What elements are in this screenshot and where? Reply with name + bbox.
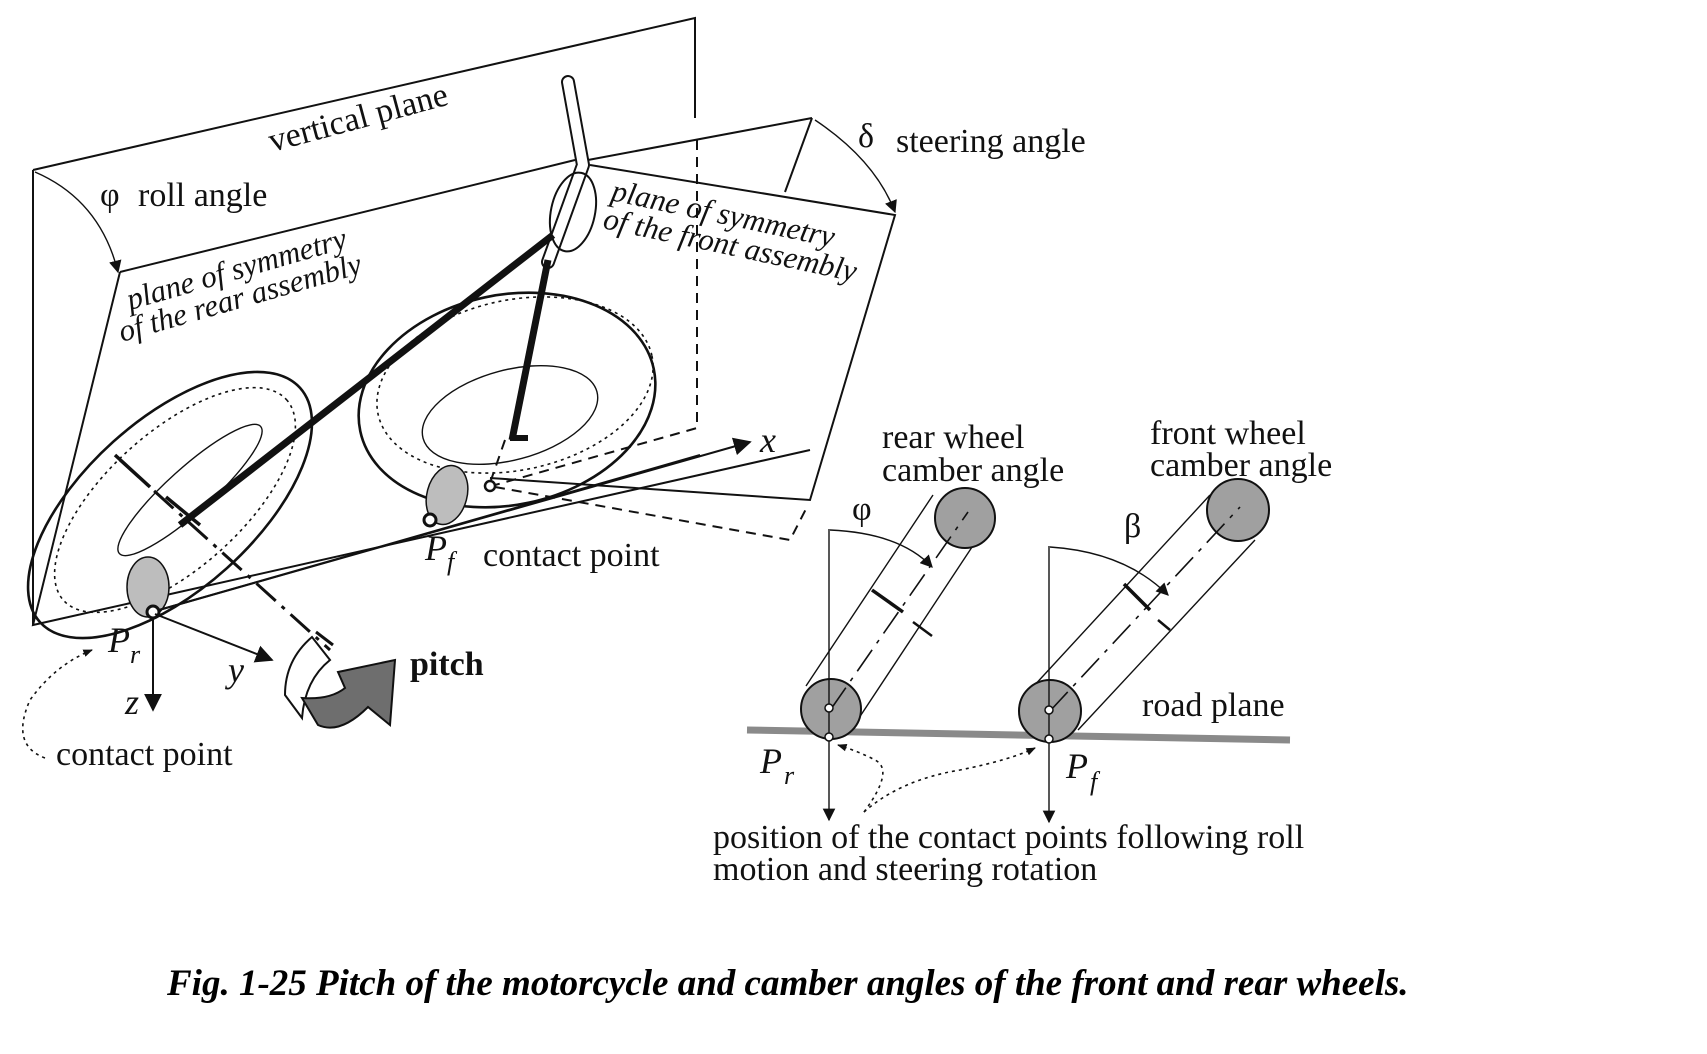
y-axis-label: y [225,650,244,690]
right-camber-diagram [746,478,1291,824]
front-wheel-center-axis [1049,506,1241,712]
rear-contact-leader [21,649,93,759]
rear-wheel-center-axis [830,511,969,710]
rear-wheel-outer [26,370,314,640]
contact-points-note-line1: position of the contact points following… [713,819,1304,856]
front-wheel-outer [357,291,657,509]
rear-wheel-tick-b [912,620,933,638]
front-contact-label: contact point [483,537,660,574]
rear-camber-label-line1: rear wheel [882,419,1025,456]
front-steer-projection-point [483,479,497,493]
steering-head-cylinder [548,171,598,253]
rear-contact-label: contact point [56,736,233,773]
front-camber-arc [1049,546,1169,596]
steering-angle-label: steering angle [896,123,1086,160]
front-fork [508,259,552,441]
steering-angle-symbol: δ [858,118,874,155]
rear-wheel-tick-2 [164,495,202,527]
vertical-dashed-projection [494,140,698,486]
contact-leader-front [863,747,1036,813]
steering-angle-arrow [814,119,897,214]
z-axis-label: z [124,682,139,722]
rear-road-contact-subscript: r [784,761,795,790]
roll-angle-arrow [34,171,122,274]
pitch-axis-end [315,630,334,647]
front-camber-label-line2: camber angle [1150,447,1332,484]
figure-caption: Fig. 1-25 Pitch of the motorcycle and ca… [166,963,1409,1004]
front-wheel-center-point [1044,705,1054,715]
steering-indicator-line [784,117,813,193]
front-wheel-inner [421,364,599,466]
road-plane-label: road plane [1142,687,1285,724]
rear-wheel-inner [117,423,263,557]
front-contact-subscript: f [447,547,458,576]
front-road-contact-subscript: f [1090,767,1101,796]
rear-wheel-top-cap [934,487,996,549]
y-axis [154,613,274,663]
pitch-arrow-ribbon [283,635,332,721]
left-3d-diagram [21,16,897,759]
rear-wheel-dotted [53,386,297,614]
x-axis [151,437,752,613]
front-steering-axis-dashed [489,439,506,484]
rear-camber-symbol: φ [852,491,872,528]
pitch-arrow-head [300,658,397,729]
rear-road-contact-symbol: P [759,741,782,781]
rear-wheel-tick-a [870,588,905,614]
vertical-plane-label: vertical plane [264,76,451,159]
front-contact-symbol: P [424,528,447,568]
rear-road-contact-point [824,732,834,742]
handlebar-inner [543,77,588,267]
front-road-contact-symbol: P [1065,746,1088,786]
contact-points-note-line2: motion and steering rotation [713,851,1097,888]
contact-leader-rear [837,743,884,813]
rear-contact-point [145,604,161,620]
rear-pitch-axis [118,458,332,652]
front-wheel-tick-a [1122,582,1152,612]
front-camber-label-line1: front wheel [1150,415,1306,452]
rear-symmetry-plane [31,159,811,627]
rear-wheel-tick-1 [113,453,152,489]
ground-dashed-outline [494,486,809,542]
front-symmetry-plane [489,117,897,502]
front-wheel-cylinder [1018,478,1270,824]
front-wheel-tick-b [1157,619,1171,631]
rear-contact-symbol: P [107,620,130,660]
front-contact-point [422,512,438,528]
rear-wheel-cylinder [800,487,996,822]
front-camber-symbol: β [1124,508,1141,545]
roll-angle-label: roll angle [138,177,267,214]
rear-wheel-center-point [824,703,834,713]
vertical-plane-outline [32,16,696,171]
roll-angle-symbol: φ [100,177,120,214]
x-axis-label: x [759,420,776,460]
pitch-label: pitch [410,646,484,683]
rear-contact-subscript: r [130,640,141,669]
front-road-contact-point [1044,734,1054,744]
front-contact-patch [425,464,469,526]
rear-camber-label-line2: camber angle [882,452,1064,489]
rear-camber-arc [829,529,933,568]
front-wheel-dotted [376,296,654,474]
